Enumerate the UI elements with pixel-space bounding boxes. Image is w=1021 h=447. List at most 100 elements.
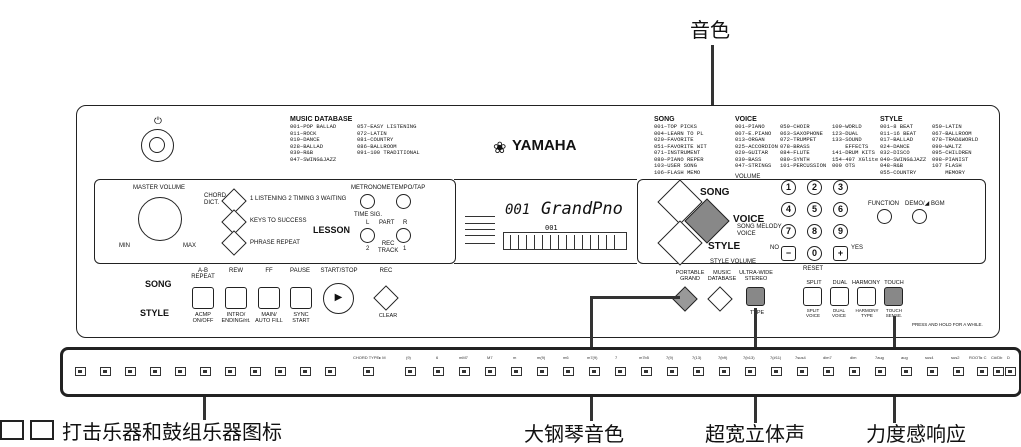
reset-label: RESET [803, 266, 824, 272]
chord-label: 6 [436, 355, 439, 360]
number-2-button[interactable]: 2 [807, 180, 822, 195]
harmony-button[interactable] [857, 287, 876, 306]
function-button[interactable] [877, 209, 892, 224]
chord-label: 7(b13) [743, 355, 755, 360]
percussion-icon [275, 367, 286, 376]
rec-label: REC [379, 268, 393, 274]
plus-button[interactable]: + [833, 246, 848, 261]
chord-label: aug [901, 355, 908, 360]
voice-callout: 音色 [690, 18, 730, 42]
percussion-icon [200, 367, 211, 376]
chord-icon [693, 367, 704, 376]
number-4-button[interactable]: 4 [781, 202, 796, 217]
part-r-button[interactable] [396, 228, 411, 243]
split-button[interactable] [803, 287, 822, 306]
track1-label: 1 [403, 246, 407, 252]
percussion-icon [225, 367, 236, 376]
acmp-label: ACMP ON/OFF [192, 312, 214, 324]
ff-main-button[interactable] [258, 287, 280, 309]
master-volume-knob[interactable] [138, 197, 182, 241]
pause-label: PAUSE [290, 268, 310, 274]
phrase-repeat-label: PHRASE REPEAT [250, 240, 300, 246]
display-measure: 001 [545, 224, 558, 232]
number-9-button[interactable]: 9 [833, 224, 848, 239]
tempo-tap-button[interactable] [396, 194, 411, 209]
master-volume-label: MASTER VOLUME [133, 185, 186, 191]
chord-icon [589, 367, 600, 376]
chord-icon [563, 367, 574, 376]
number-0-button[interactable]: 0 [807, 246, 822, 261]
chord-label: 7(b9) [718, 355, 728, 360]
touch-callout: 力度感响应 [866, 422, 966, 446]
root-label: D [1007, 355, 1010, 360]
percussion-icon [325, 367, 336, 376]
type-label: TYPE [749, 310, 765, 316]
chord-label: 7 [615, 355, 618, 360]
rew-label: REW [229, 268, 243, 274]
number-5-button[interactable]: 5 [807, 202, 822, 217]
dual-button[interactable] [830, 287, 849, 306]
voice-list-col1: 001–PIANO 007–E.PIANO 013–ORGAN 025–ACCO… [735, 123, 778, 169]
touch-button[interactable] [884, 287, 903, 306]
chord-icon [797, 367, 808, 376]
music-database-col2: 057–EASY LISTENING 072–LATIN 081–COUNTRY… [357, 123, 420, 156]
harmony-label: HARMONY [851, 280, 881, 286]
percussion-icon [300, 367, 311, 376]
minus-button[interactable]: − [781, 246, 796, 261]
lesson-label: LESSON [313, 225, 351, 235]
part-r-label: R [403, 220, 408, 226]
voice-sub-label: SONG MELODY VOICE [737, 224, 782, 237]
display-keyboard [503, 232, 627, 250]
root-icon [977, 367, 988, 376]
pause-sync-button[interactable] [290, 287, 312, 309]
metronome-button[interactable] [360, 194, 375, 209]
percussion-callout: 打击乐器和鼓组乐器图标 [62, 420, 282, 444]
dual-label: DUAL [832, 280, 848, 286]
song-button-label: SONG [700, 187, 730, 198]
style-volume-label: STYLE VOLUME [710, 259, 757, 265]
chord-label: m7(9) [587, 355, 598, 360]
power-button[interactable] [141, 129, 174, 162]
part-l-label: L [366, 220, 370, 226]
chord-icon [537, 367, 548, 376]
chord-icon [433, 367, 444, 376]
tempo-tap-label: TEMPO/TAP [391, 185, 426, 191]
repeat-label: A-B REPEAT [191, 268, 215, 280]
percussion-icon [150, 367, 161, 376]
part-l-button[interactable] [360, 228, 375, 243]
percussion-callout-icon [0, 419, 60, 441]
rec-track-label: REC TRACK [378, 241, 399, 254]
number-7-button[interactable]: 7 [781, 224, 796, 239]
number-3-button[interactable]: 3 [833, 180, 848, 195]
ultra-wide-callout: 超宽立体声 [705, 422, 805, 446]
rew-intro-button[interactable] [225, 287, 247, 309]
keys-to-success-label: KEYS TO SUCCESS [250, 218, 307, 224]
repeat-acmp-button[interactable] [192, 287, 214, 309]
chord-icon [667, 367, 678, 376]
ultra-wide-button[interactable] [746, 287, 765, 306]
chord-dict-label: CHORD DICT. [204, 193, 226, 206]
chord-icon [745, 367, 756, 376]
voice-button-label: VOICE [733, 214, 765, 225]
style-list-col1: 001–8 BEAT 011–16 BEAT 017–BALLAD 024–DA… [880, 123, 927, 176]
split-label: SPLIT [806, 280, 822, 286]
root-label: C#/Db [991, 355, 1003, 360]
chord-icon [641, 367, 652, 376]
chord-icon [615, 367, 626, 376]
number-1-button[interactable]: 1 [781, 180, 796, 195]
style-list-col2: 059–LATIN 067–BALLROOM 078–TRAD&WORLD 09… [932, 123, 979, 176]
yes-label: YES [851, 245, 864, 251]
root-label: ROOT▸ C [969, 355, 987, 360]
part-label: PART [379, 220, 395, 226]
track2-label: 2 [366, 246, 370, 252]
chord-icon [719, 367, 730, 376]
number-6-button[interactable]: 6 [833, 202, 848, 217]
demo-bgm-button[interactable] [912, 209, 927, 224]
lcd-display: 001 GrandPno 001 [463, 188, 631, 256]
start-stop-button[interactable]: ▶ [323, 283, 354, 314]
number-8-button[interactable]: 8 [807, 224, 822, 239]
percussion-icon [75, 367, 86, 376]
chord-label: M7 [487, 355, 493, 360]
display-number: 001 [505, 202, 531, 218]
display-name: GrandPno [541, 199, 623, 219]
